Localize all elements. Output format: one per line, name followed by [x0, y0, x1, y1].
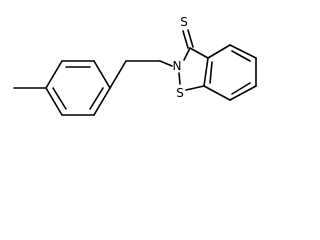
bond	[229, 44, 257, 59]
ring-sulfur-label: S	[176, 86, 184, 100]
bond	[207, 44, 231, 59]
isothiazole-ring	[178, 47, 209, 91]
linker-bond	[159, 60, 173, 67]
thione-sulfur-label: S	[180, 15, 188, 29]
chemical-structure-diagram: S N S	[13, 15, 257, 116]
double-bond-inner	[52, 87, 67, 110]
bond	[93, 60, 111, 89]
double-bond-inner	[89, 87, 104, 110]
linker-bond	[109, 60, 127, 89]
bond	[203, 85, 231, 101]
bond	[45, 60, 63, 89]
tolyl-ring	[45, 60, 111, 116]
thione-double-bond	[182, 30, 189, 49]
bond	[45, 87, 63, 116]
double-bond-inner	[209, 61, 213, 84]
bond	[178, 72, 181, 85]
bond	[93, 87, 111, 116]
bond	[185, 85, 205, 91]
double-bond-inner	[231, 82, 251, 95]
bond	[203, 57, 209, 87]
bond	[189, 47, 209, 59]
nitrogen-label: N	[173, 59, 182, 73]
bond	[183, 47, 191, 61]
bond	[229, 85, 257, 101]
thione-double-bond	[187, 29, 194, 48]
benzo-ring	[203, 44, 257, 101]
double-bond-inner	[231, 50, 251, 62]
